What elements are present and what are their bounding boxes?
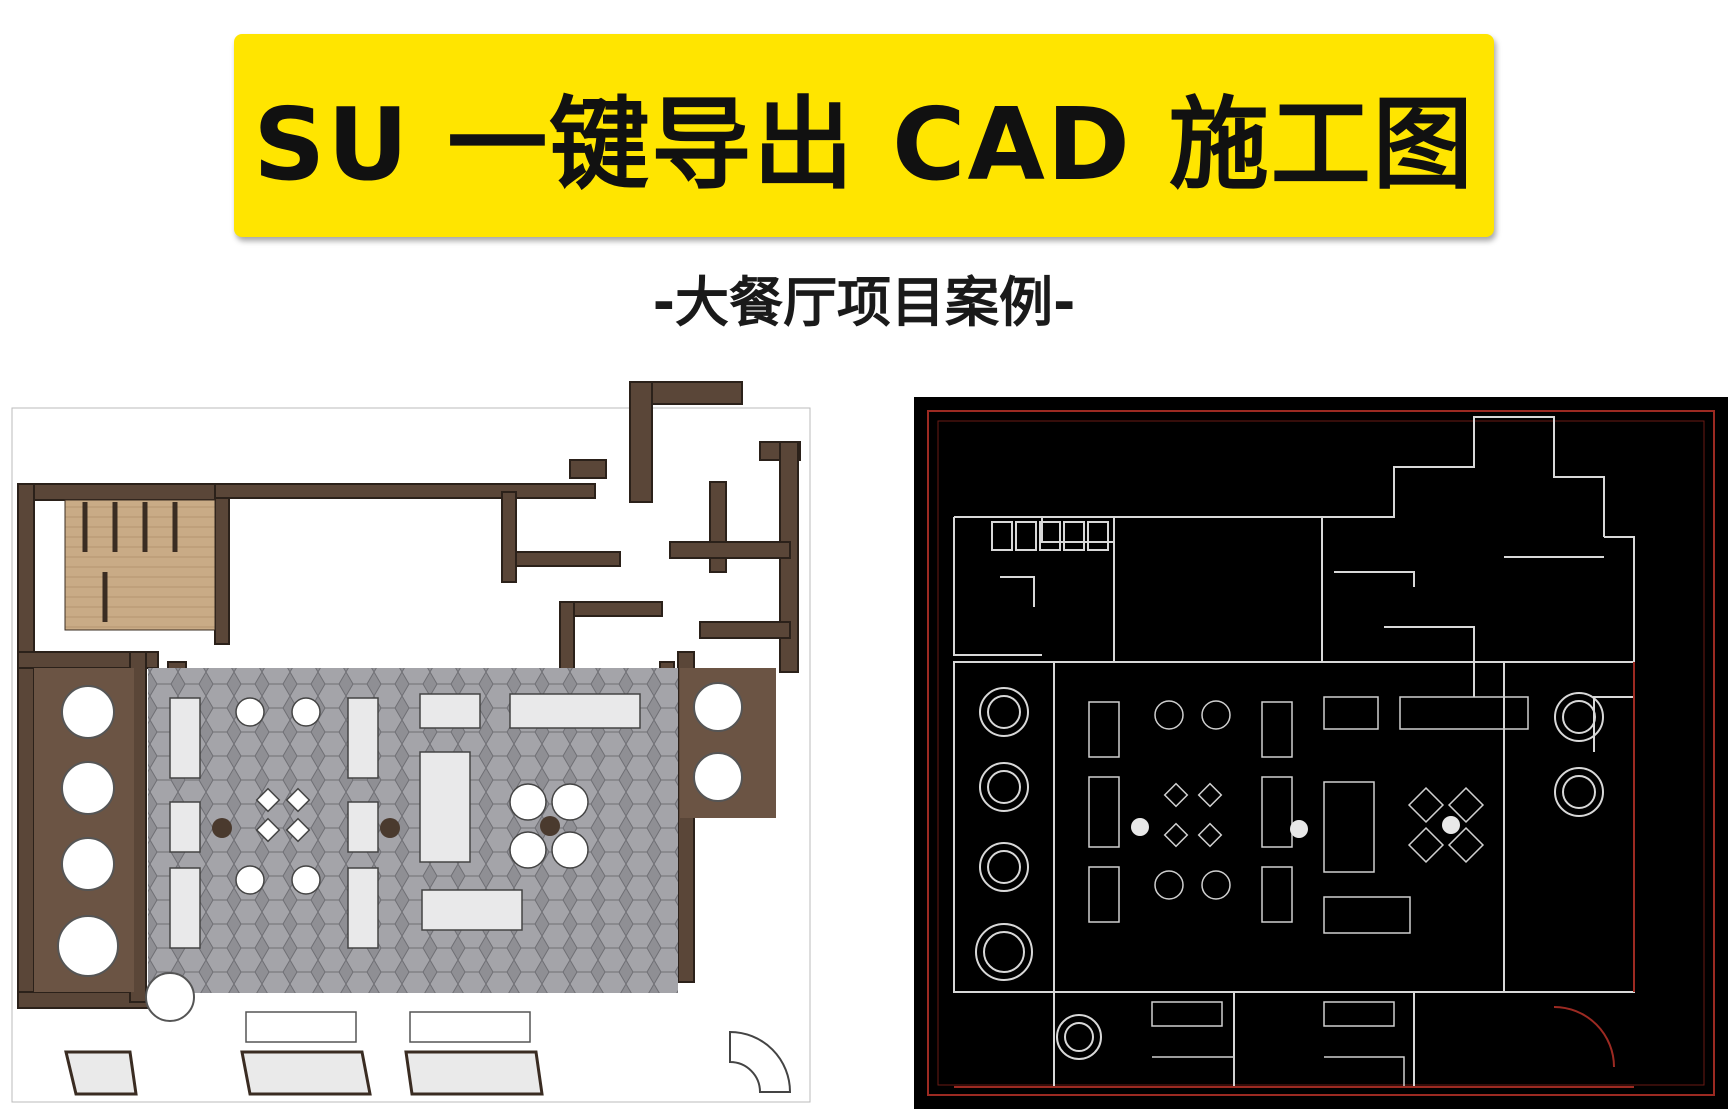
cad-plan-image xyxy=(914,397,1728,1109)
title-banner: SU 一键导出 CAD 施工图 xyxy=(234,34,1494,237)
cad-plan-drawing xyxy=(914,397,1728,1109)
page-title: SU 一键导出 CAD 施工图 xyxy=(253,86,1475,203)
sketchup-plan-image xyxy=(10,372,820,1107)
page-subtitle: -大餐厅项目案例- xyxy=(652,271,1076,334)
sketchup-plan-drawing xyxy=(11,381,811,1103)
